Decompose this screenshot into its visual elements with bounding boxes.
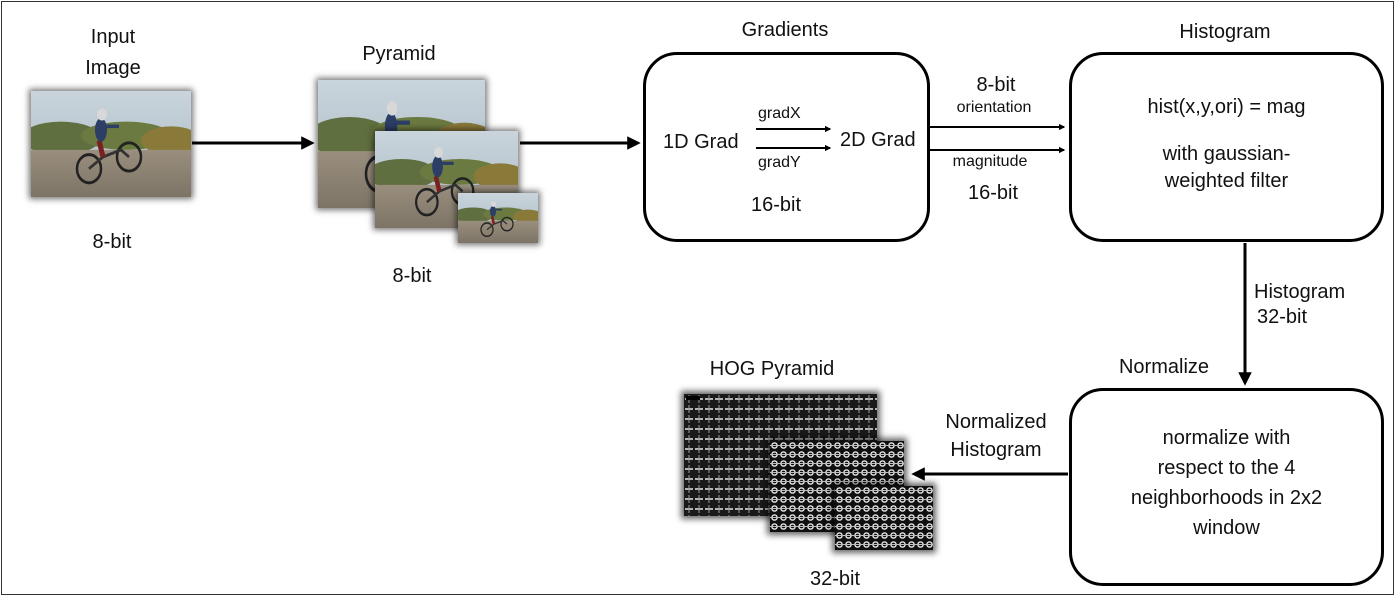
histogram-link-bits: 32-bit [1257,306,1308,328]
normalize-line1: normalize with [1162,427,1291,449]
orientation-label: orientation [956,99,1032,116]
normalized-histogram-label-line2: Histogram [950,439,1042,461]
histogram-desc-line1: with gaussian- [1162,143,1291,165]
histogram-box [1069,52,1384,242]
normalized-histogram-label-line1: Normalized [945,411,1047,433]
histogram-title: Histogram [1179,21,1271,43]
hog-pyramid-title: HOG Pyramid [709,358,835,380]
grad-1d-label: 1D Grad [663,131,739,153]
normalize-box [1069,388,1384,586]
histogram-formula: hist(x,y,ori) = mag [1147,96,1306,118]
hog-level-3-image [835,486,933,550]
grad-2d-label: 2D Grad [840,129,916,151]
gradx-label: gradX [758,105,801,122]
normalize-line4: window [1193,517,1260,539]
hog-bits-label: 32-bit [809,568,861,590]
histogram-link-label: Histogram [1254,281,1346,303]
pyramid-title: Pyramid [362,43,436,65]
input-image-title: Input [90,26,136,48]
pyramid-bits-label: 8-bit [392,265,432,287]
orientation-bits-label: 8-bit [976,74,1016,96]
gradients-title: Gradients [741,19,829,41]
magnitude-bits-label: 16-bit [967,182,1019,204]
grady-label: gradY [758,154,801,171]
histogram-desc-line2: weighted filter [1164,170,1289,192]
gradients-bits-label: 16-bit [750,194,802,216]
normalize-title: Normalize [1118,356,1210,378]
normalize-line3: neighborhoods in 2x2 [1130,487,1323,509]
input-image-title-line2: Image [85,57,141,79]
input-bits-label: 8-bit [92,231,132,253]
magnitude-label: magnitude [952,153,1028,170]
normalize-line2: respect to the 4 [1157,457,1296,479]
